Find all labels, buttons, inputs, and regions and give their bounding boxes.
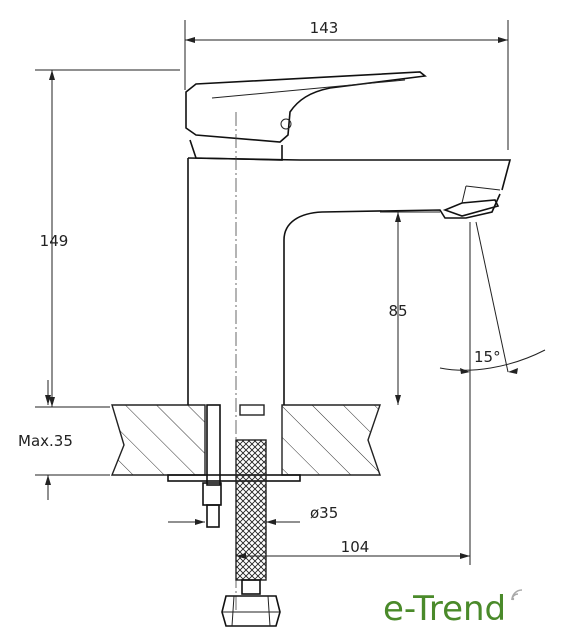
dimension-spout-height: 85 (380, 211, 440, 405)
dimension-spray-angle: 15° (439, 221, 546, 374)
spout-reach-label: 104 (341, 538, 370, 556)
braided-supply-hose (221, 404, 281, 627)
hole-diameter-label: ø35 (310, 504, 338, 522)
countertop-section (110, 404, 381, 476)
brand-logo: e-Trend (383, 589, 523, 629)
dimension-width: 143 (184, 19, 509, 150)
width-label: 143 (310, 19, 339, 37)
brand-name: e-Trend (383, 589, 506, 629)
wifi-icon (511, 589, 523, 601)
dimension-hole-diameter: ø35 (168, 504, 338, 525)
dimension-spout-reach: 104 (236, 222, 471, 565)
dimension-height: 149 (35, 69, 180, 408)
max-thickness-label: Max.35 (18, 432, 73, 450)
spray-angle-label: 15° (474, 348, 501, 366)
spout-height-label: 85 (388, 302, 407, 320)
mounting-stud (167, 404, 301, 528)
faucet-body (185, 71, 512, 405)
dimension-max-thickness: Max.35 (18, 380, 110, 500)
height-label: 149 (40, 232, 69, 250)
